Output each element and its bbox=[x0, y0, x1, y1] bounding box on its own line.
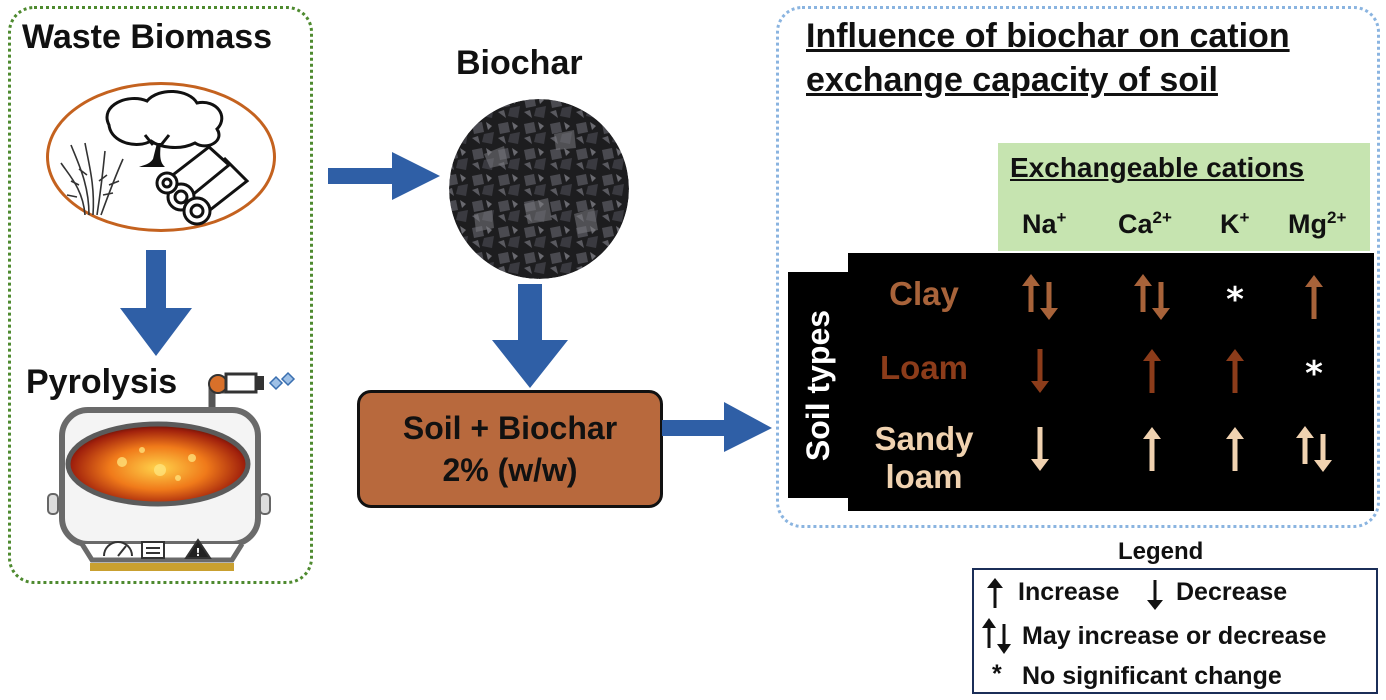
down-arrow-icon bbox=[492, 284, 568, 388]
biochar-image bbox=[449, 99, 629, 279]
soil-biochar-box: Soil + Biochar 2% (w/w) bbox=[357, 390, 663, 508]
cation-mg: Mg2+ bbox=[1288, 208, 1347, 239]
influence-panel bbox=[776, 6, 1380, 528]
cation-ca: Ca2+ bbox=[1118, 208, 1172, 239]
effect-increase-icon bbox=[1143, 427, 1161, 471]
asterisk-icon: * bbox=[992, 660, 1002, 688]
influence-title-line1: Influence of biochar on cation bbox=[806, 17, 1290, 55]
cation-na: Na+ bbox=[1022, 208, 1067, 239]
down-arrow-icon bbox=[1147, 580, 1163, 610]
down-arrow-icon bbox=[120, 250, 192, 356]
pyrolysis-reactor-icon: ! bbox=[47, 371, 296, 571]
exchangeable-cations-title: Exchangeable cations bbox=[1010, 152, 1305, 183]
pyrolysis-label: Pyrolysis bbox=[26, 363, 178, 401]
svg-text:*: * bbox=[1305, 354, 1323, 394]
effect-increase-icon bbox=[1226, 427, 1244, 471]
waste-biomass-title: Waste Biomass bbox=[22, 18, 273, 56]
effect-decrease-icon bbox=[1031, 427, 1049, 471]
up-down-arrow-icon bbox=[982, 618, 1011, 654]
right-arrow-icon bbox=[328, 152, 440, 200]
biomass-illustration bbox=[46, 82, 276, 232]
effect-increase-or-decrease-icon bbox=[1296, 426, 1332, 472]
cation-k: K+ bbox=[1220, 208, 1250, 239]
effect-no-significant-change-icon: * bbox=[1226, 280, 1244, 320]
effects-symbols: ** bbox=[1022, 274, 1332, 472]
row-label-clay: Clay bbox=[889, 275, 959, 312]
legend-increase: Increase bbox=[1018, 578, 1120, 606]
legend-title: Legend bbox=[1118, 538, 1204, 565]
biochar-title: Biochar bbox=[456, 44, 583, 82]
up-arrow-icon bbox=[987, 578, 1003, 608]
cation-header-bg bbox=[998, 143, 1370, 251]
effect-no-significant-change-icon: * bbox=[1305, 354, 1323, 394]
effect-increase-or-decrease-icon bbox=[1134, 274, 1170, 320]
influence-title: Influence of biochar on cation exchange … bbox=[806, 14, 1290, 102]
effect-increase-icon bbox=[1305, 275, 1323, 319]
soil-biochar-label: Soil + Biochar bbox=[402, 410, 618, 446]
svg-text:*: * bbox=[1226, 280, 1244, 320]
effect-increase-icon bbox=[1143, 349, 1161, 393]
effect-decrease-icon bbox=[1031, 349, 1049, 393]
svg-text:!: ! bbox=[195, 546, 200, 559]
soil-types-label-wrap: Soil types bbox=[788, 272, 850, 498]
legend-increase-or-decrease: May increase or decrease bbox=[1022, 622, 1327, 650]
right-arrow-icon bbox=[662, 402, 772, 452]
effect-increase-icon bbox=[1226, 349, 1244, 393]
soil-types-bar bbox=[788, 272, 850, 498]
row-label-loam: Loam bbox=[879, 349, 968, 386]
tree-grass-logs-icon bbox=[60, 89, 250, 226]
effect-increase-or-decrease-icon bbox=[1022, 274, 1058, 320]
legend-box: Increase Decrease May increase or decrea… bbox=[972, 568, 1378, 694]
legend-no-change: No significant change bbox=[1022, 662, 1282, 690]
influence-title-line2: exchange capacity of soil bbox=[806, 61, 1218, 99]
waste-biomass-panel bbox=[8, 6, 313, 584]
effects-grid bbox=[848, 253, 1374, 511]
legend-decrease: Decrease bbox=[1176, 578, 1288, 606]
biochar-ratio-label: 2% (w/w) bbox=[442, 452, 578, 488]
row-label-sandy-loam: Sandy loam bbox=[874, 420, 974, 495]
soil-types-label: Soil types bbox=[800, 309, 837, 461]
